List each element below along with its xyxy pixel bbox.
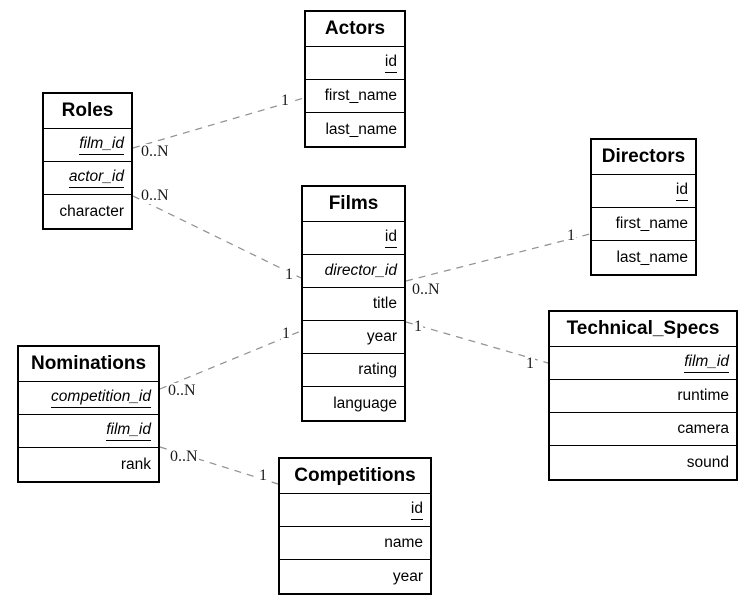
cardinality-label: 1 [281,325,291,342]
entity-title: Technical_Specs [550,312,736,347]
entity-competitions: Competitions id name year [278,457,432,595]
field-first_name: first_name [592,208,695,241]
cardinality-label: 1 [525,355,535,372]
field-camera: camera [550,413,736,446]
field-actor_id: actor_id [44,162,131,195]
entity-title: Nominations [19,347,158,382]
cardinality-label: 0..N [411,281,441,298]
cardinality-label: 0..N [167,382,197,399]
field-id: id [306,47,404,80]
field-director_id: director_id [303,255,404,288]
field-name: competition_id [51,388,151,408]
field-name: first_name [615,215,688,232]
field-id: id [280,494,430,527]
field-name: language [333,394,397,412]
cardinality-label: 0..N [140,143,170,160]
field-runtime: runtime [550,380,736,413]
entity-title: Actors [306,12,404,47]
cardinality-label: 1 [566,227,576,244]
field-name: id [410,500,423,520]
entity-title: Films [303,187,404,222]
field-name: actor_id [68,168,124,188]
field-name: title [372,295,397,312]
field-name: year [392,567,423,585]
field-film_id: film_id [19,415,158,448]
field-year: year [303,321,404,354]
entity-title: Competitions [280,459,430,494]
field-name: name [280,527,430,560]
field-year: year [280,560,430,593]
cardinality-label: 1 [280,92,290,109]
relation-films-technical_specs [405,321,549,364]
field-name: last_name [325,120,397,138]
relation-roles-actors [132,97,305,149]
field-film_id: film_id [44,129,131,162]
field-rank: rank [19,448,158,481]
field-name: film_id [106,421,151,441]
field-name: director_id [324,262,397,279]
field-name: camera [677,420,729,437]
cardinality-label: 1 [284,266,294,283]
field-name: id [384,228,397,248]
field-name: id [384,53,397,73]
entity-actors: Actors id first_name last_name [304,10,406,148]
field-name: year [366,328,397,345]
field-title: title [303,288,404,321]
field-name: runtime [677,387,729,404]
entity-directors: Directors id first_name last_name [590,138,697,276]
field-rating: rating [303,354,404,387]
field-last_name: last_name [306,113,404,146]
relation-roles-films [132,195,302,279]
field-name: film_id [684,353,729,373]
field-name: name [384,534,423,551]
entity-roles: Roles film_id actor_id character [42,92,133,230]
field-last_name: last_name [592,241,695,274]
relation-films-directors [405,233,591,282]
entity-title: Directors [592,140,695,175]
field-language: language [303,387,404,420]
field-first_name: first_name [306,80,404,113]
field-character: character [44,195,131,228]
field-name: film_id [79,135,124,155]
field-name: sound [686,453,729,471]
entity-title: Roles [44,94,131,129]
cardinality-label: 1 [413,318,423,335]
field-id: id [592,175,695,208]
field-name: first_name [324,87,397,104]
field-id: id [303,222,404,255]
relation-nominations-films [159,330,302,390]
field-name: rank [120,455,151,473]
cardinality-label: 0..N [140,187,170,204]
field-name: last_name [616,248,688,266]
field-name: id [675,181,688,201]
field-sound: sound [550,446,736,479]
field-name: rating [358,361,397,378]
field-name: character [59,202,124,220]
field-film_id: film_id [550,347,736,380]
cardinality-label: 0..N [169,448,199,465]
cardinality-label: 1 [258,467,268,484]
field-competition_id: competition_id [19,382,158,415]
